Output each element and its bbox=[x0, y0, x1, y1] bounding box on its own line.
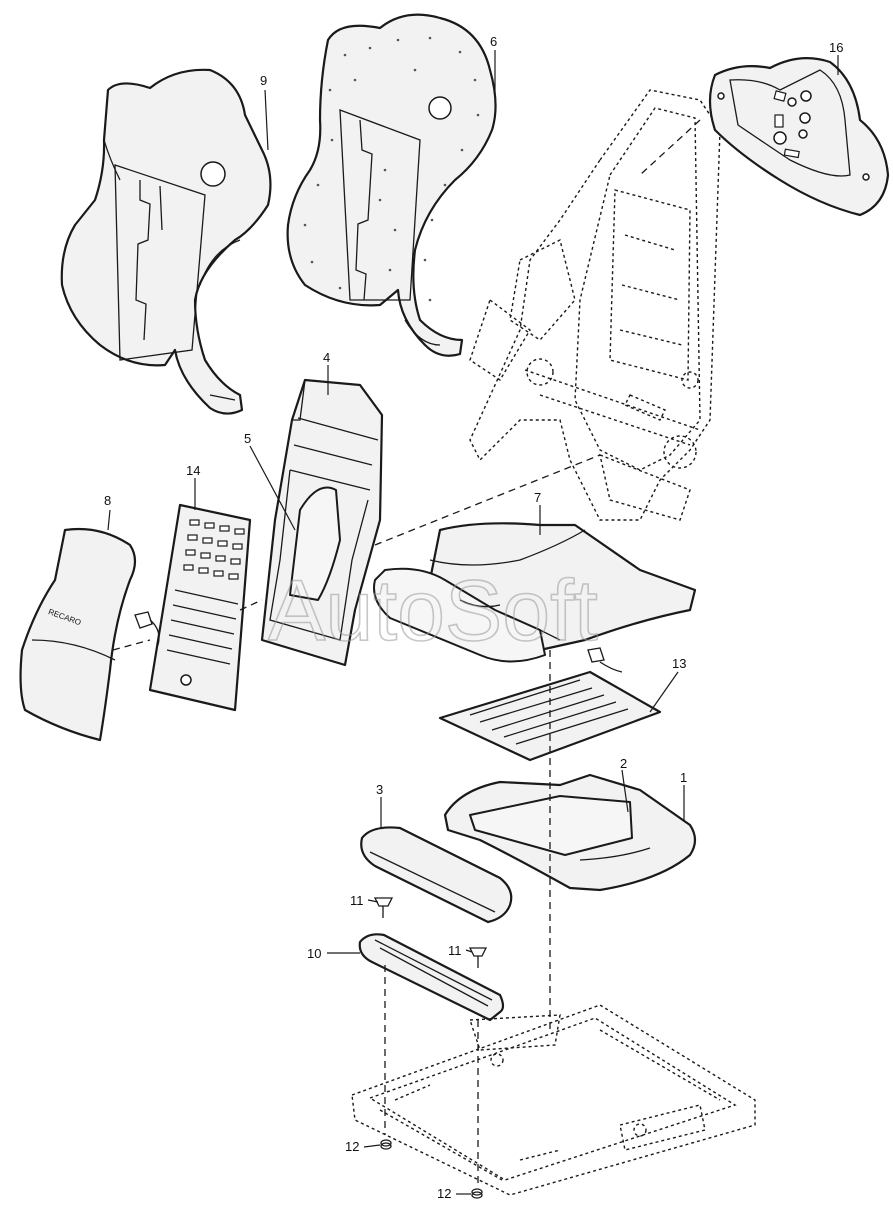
leader-lines bbox=[107, 50, 839, 1195]
part-8-back-cover: RECARO bbox=[19, 527, 160, 742]
callout-11-lower: 11 bbox=[448, 943, 462, 958]
part-11-screw-lower bbox=[468, 947, 488, 968]
callout-2: 2 bbox=[620, 756, 627, 771]
callout-13: 13 bbox=[672, 656, 686, 671]
part-4-backrest-cover bbox=[260, 378, 384, 667]
part-2-seat-insert bbox=[469, 795, 633, 856]
assembly-lines bbox=[112, 119, 701, 1185]
callout-6: 6 bbox=[490, 34, 497, 49]
callout-labels: 9 6 16 4 5 14 8 7 13 2 1 3 11 11 10 12 1… bbox=[104, 34, 843, 1201]
seat-base-frame bbox=[351, 1004, 756, 1196]
backrest-frame bbox=[469, 89, 721, 521]
callout-11-upper: 11 bbox=[350, 893, 364, 908]
callout-1: 1 bbox=[680, 770, 687, 785]
callout-8: 8 bbox=[104, 493, 111, 508]
heater-vent-slots bbox=[183, 519, 245, 580]
part-6-backrest-foam-speckled bbox=[286, 13, 497, 357]
part-16-headrest-panel bbox=[708, 57, 890, 217]
watermark-text: AutoSoft bbox=[268, 563, 598, 659]
callout-16: 16 bbox=[829, 40, 843, 55]
callout-10: 10 bbox=[307, 946, 321, 961]
seat-heater-connector bbox=[587, 647, 623, 673]
callout-3: 3 bbox=[376, 782, 383, 797]
part-3-bolster bbox=[360, 826, 513, 924]
callout-5: 5 bbox=[244, 431, 251, 446]
part-11-screw-upper bbox=[373, 897, 394, 918]
part-1-seat-base bbox=[443, 773, 697, 892]
callout-4: 4 bbox=[323, 350, 330, 365]
callout-12-lower: 12 bbox=[437, 1186, 451, 1201]
part-14-backrest-heater-mat bbox=[148, 503, 252, 712]
callout-12-upper: 12 bbox=[345, 1139, 359, 1154]
part-12-washer-upper bbox=[380, 1139, 392, 1150]
part-12-washer-lower bbox=[471, 1188, 483, 1199]
callout-14: 14 bbox=[186, 463, 200, 478]
part-5-lumbar-insert bbox=[289, 486, 341, 601]
foam-speckles bbox=[303, 36, 480, 302]
callout-7: 7 bbox=[534, 490, 541, 505]
part-9-backrest-foam bbox=[60, 68, 272, 415]
callout-9: 9 bbox=[260, 73, 267, 88]
part-10-trim-rail bbox=[358, 933, 505, 1022]
part-7-seat-cushion bbox=[373, 522, 697, 663]
